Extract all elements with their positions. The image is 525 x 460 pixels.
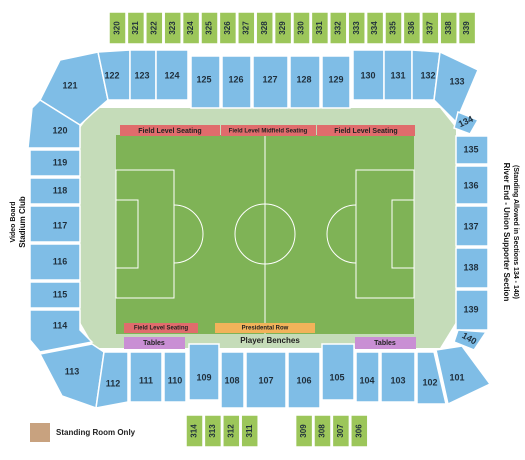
section-114[interactable] (29, 309, 94, 353)
section-320[interactable] (108, 11, 127, 45)
section-111[interactable] (129, 351, 163, 403)
section-105[interactable] (321, 343, 355, 401)
section-118[interactable] (29, 177, 81, 205)
section-133[interactable] (433, 50, 479, 124)
section-127[interactable] (252, 55, 289, 109)
stadium-club-label: Stadium Club (18, 196, 27, 248)
section-110[interactable] (163, 351, 187, 403)
section-339[interactable] (457, 11, 477, 45)
section-322[interactable] (145, 11, 164, 45)
section-314[interactable] (185, 414, 204, 448)
field-markings (115, 135, 415, 334)
field-level-seating-bottom-bar[interactable] (124, 323, 198, 333)
section-104[interactable] (355, 351, 380, 403)
river-end-label: River End - Union Supporter Section (502, 163, 511, 302)
standing-room-swatch (30, 423, 50, 442)
section-138[interactable] (455, 247, 489, 289)
section-333[interactable] (347, 11, 366, 45)
section-136[interactable] (455, 165, 489, 205)
section-326[interactable] (218, 11, 238, 45)
section-337[interactable] (421, 11, 440, 45)
standing-allowed-note: (Standing Allowed in Sections 134 - 140) (512, 165, 519, 299)
section-125[interactable] (190, 55, 221, 109)
field-level-seating-left-bar[interactable] (120, 125, 220, 136)
section-139[interactable] (455, 289, 489, 331)
section-308[interactable] (313, 414, 332, 448)
tables-right-bar[interactable] (355, 337, 416, 349)
section-325[interactable] (200, 11, 219, 45)
section-115[interactable] (29, 281, 81, 309)
field-level-seating-right-bar[interactable] (317, 125, 415, 136)
section-135[interactable] (455, 135, 489, 165)
section-312[interactable] (222, 414, 241, 448)
section-108[interactable] (220, 351, 245, 409)
section-321[interactable] (126, 11, 146, 45)
section-335[interactable] (384, 11, 403, 45)
section-113[interactable] (38, 343, 105, 410)
section-140[interactable] (453, 329, 488, 351)
section-124[interactable] (155, 49, 189, 101)
section-329[interactable] (273, 11, 293, 45)
section-330[interactable] (292, 11, 311, 45)
tables-left-bar[interactable] (124, 337, 185, 349)
section-123[interactable] (129, 49, 157, 101)
video-board-label: Video Board (10, 201, 17, 242)
section-126[interactable] (221, 55, 252, 109)
section-107[interactable] (245, 351, 287, 409)
section-103[interactable] (380, 351, 416, 403)
section-134[interactable] (453, 110, 480, 135)
section-313[interactable] (203, 414, 223, 448)
section-106[interactable] (287, 351, 321, 409)
section-323[interactable] (163, 11, 182, 45)
section-117[interactable] (29, 205, 81, 243)
section-327[interactable] (237, 11, 256, 45)
standing-room-legend-label: Standing Room Only (56, 428, 136, 437)
section-120[interactable] (27, 99, 81, 149)
section-338[interactable] (439, 11, 458, 45)
section-131[interactable] (383, 49, 413, 101)
section-336[interactable] (402, 11, 422, 45)
field-level-midfield-bar[interactable] (221, 125, 316, 136)
section-334[interactable] (365, 11, 385, 45)
section-101[interactable] (435, 345, 492, 406)
section-128[interactable] (289, 55, 321, 109)
section-309[interactable] (294, 414, 314, 448)
section-311[interactable] (240, 414, 259, 448)
section-112[interactable] (95, 351, 129, 409)
section-307[interactable] (331, 414, 351, 448)
presidential-row-bar[interactable] (215, 323, 315, 333)
section-331[interactable] (310, 11, 330, 45)
section-130[interactable] (352, 49, 385, 101)
section-102[interactable] (416, 351, 447, 405)
section-306[interactable] (350, 414, 369, 448)
section-328[interactable] (255, 11, 274, 45)
section-109[interactable] (188, 343, 220, 401)
section-324[interactable] (181, 11, 201, 45)
section-119[interactable] (29, 149, 81, 177)
lower-bowl: 121 122 123 124 125 126 127 128 129 130 … (27, 49, 492, 410)
section-129[interactable] (321, 55, 351, 109)
section-332[interactable] (329, 11, 348, 45)
section-116[interactable] (29, 243, 81, 281)
section-137[interactable] (455, 205, 489, 247)
